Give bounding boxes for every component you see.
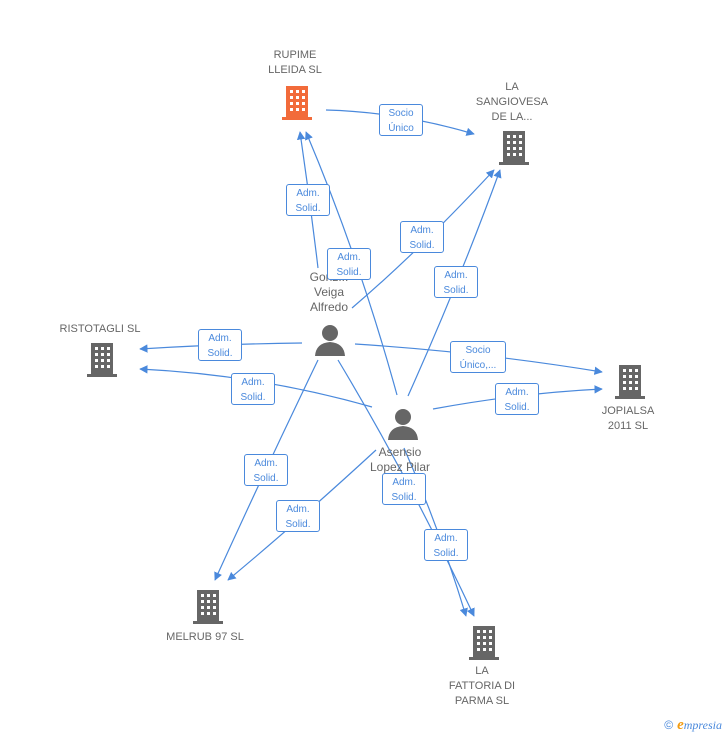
edge-label-adm-solid: Adm. Solid.: [244, 454, 288, 486]
edge-label-text: Adm.: [241, 377, 265, 388]
edge-label-adm-solid: Adm. Solid.: [276, 500, 320, 532]
edge-label-text: Adm.: [337, 252, 361, 263]
edge-label-text: Solid.: [207, 348, 233, 359]
edge-label-adm-solid: Adm. Solid.: [286, 184, 330, 216]
person-icon[interactable]: [388, 408, 418, 440]
building-icon[interactable]: [615, 365, 645, 399]
company-label-ristotagli[interactable]: RISTOTAGLI SL: [59, 323, 141, 335]
edge-label-text: Solid.: [285, 519, 311, 530]
company-label-fattoria[interactable]: LA FATTORIA DI PARMA SL: [448, 665, 516, 707]
edge-label-text: Solid.: [391, 492, 417, 503]
edge-label-adm-solid: Adm. Solid.: [382, 473, 426, 505]
edge-label-text: Socio: [388, 108, 414, 119]
edge-label-text: Único,...: [459, 360, 497, 371]
edge-label-adm-solid: Adm. Solid.: [400, 221, 444, 253]
edge-label-text: Solid.: [433, 548, 459, 559]
edge-label-adm-solid: Adm. Solid.: [495, 383, 539, 415]
company-label-sangiovesa[interactable]: LA SANGIOVESA DE LA...: [475, 81, 549, 123]
edge-label-text: Solid.: [253, 473, 279, 484]
edge-label-text: Adm.: [444, 270, 468, 281]
edge-label-text: Adm.: [410, 225, 434, 236]
building-icon[interactable]: [282, 86, 312, 120]
copyright-symbol: ©: [664, 718, 674, 732]
building-icon[interactable]: [193, 590, 223, 624]
edge-label-adm-solid: Adm. Solid.: [434, 266, 478, 298]
person-label-asensio[interactable]: Asensio Lopez Pilar: [369, 445, 431, 474]
company-label-jopialsa[interactable]: JOPIALSA 2011 SL: [601, 405, 655, 432]
edge-label-text: Adm.: [392, 477, 416, 488]
edge-label-text: Solid.: [336, 267, 362, 278]
edge-label-adm-solid: Adm. Solid.: [424, 529, 468, 561]
company-label-rupime[interactable]: RUPIME LLEIDA SL: [268, 49, 322, 76]
edge-label-text: Adm.: [286, 504, 310, 515]
edge-label-adm-solid: Adm. Solid.: [231, 373, 275, 405]
edge-label-text: Solid.: [443, 285, 469, 296]
company-label-melrub[interactable]: MELRUB 97 SL: [166, 631, 244, 643]
brand-footer[interactable]: ©empresia: [664, 717, 722, 734]
building-icon[interactable]: [499, 131, 529, 165]
edge-label-text: Adm.: [434, 533, 458, 544]
edge-label-text: Solid.: [504, 402, 530, 413]
edge-label-text: Socio: [465, 345, 491, 356]
brand-initial: e: [677, 717, 684, 733]
edge-label-adm-solid: Adm. Solid.: [327, 248, 371, 280]
edge-label-text: Solid.: [295, 203, 321, 214]
edge-label-text: Adm.: [208, 333, 232, 344]
edge-label-adm-solid: Adm. Solid.: [198, 329, 242, 361]
edge-label-text: Único: [388, 123, 414, 134]
building-icon[interactable]: [469, 626, 499, 660]
edge-label-text: Solid.: [409, 240, 435, 251]
edge-label-text: Solid.: [240, 392, 266, 403]
brand-name: mpresia: [683, 718, 722, 732]
edge-label-text: Adm.: [505, 387, 529, 398]
edge-label-text: Adm.: [254, 458, 278, 469]
person-icon[interactable]: [315, 324, 345, 356]
edge-label-text: Adm.: [296, 188, 320, 199]
building-icon[interactable]: [87, 343, 117, 377]
